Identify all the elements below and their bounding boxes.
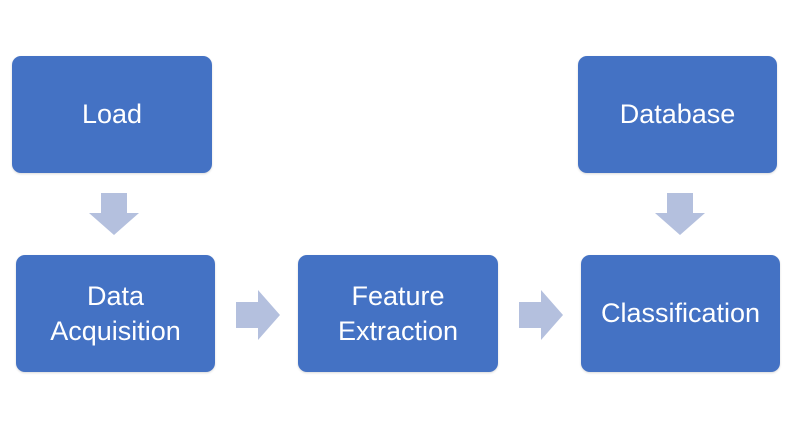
classification-label: Classification [600,298,761,328]
arrow-feature-extraction-to-classification [519,290,563,340]
feature-extraction-label: Feature Extraction [337,280,459,346]
arrow-database-to-classification [655,193,705,235]
load-label: Load [81,99,143,129]
database-box: Database [578,56,777,173]
data-acquisition-box: Data Acquisition [16,255,215,372]
data-acquisition-label: Data Acquisition [50,280,181,346]
database-label: Database [619,99,736,129]
feature-extraction-box: Feature Extraction [298,255,498,372]
arrow-data-acquisition-to-feature-extraction [236,290,280,340]
classification-box: Classification [581,255,780,372]
arrow-load-to-data-acquisition [89,193,139,235]
load-box: Load [12,56,212,173]
